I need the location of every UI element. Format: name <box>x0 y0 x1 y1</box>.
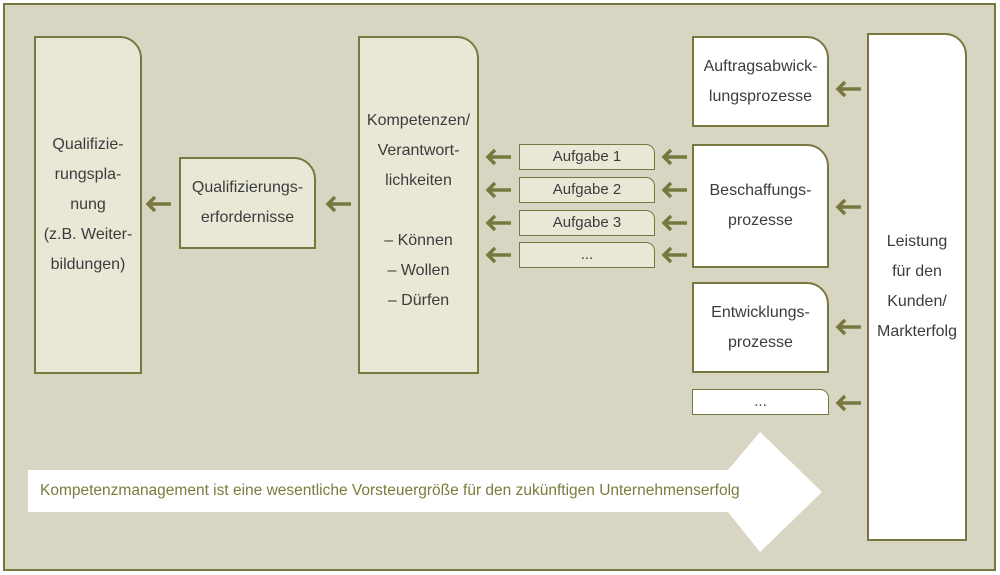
arrow-left-icon <box>835 198 861 216</box>
auftragsabwicklung-line: lungsprozesse <box>708 87 813 105</box>
beschaffungsprozesse-label: Beschaffungs- prozesse <box>710 176 812 236</box>
kompetenzen-box: Kompetenzen/ Verantwort- lichkeiten – Kö… <box>358 36 479 374</box>
entwicklungsprozesse-line: prozesse <box>728 333 793 351</box>
qualifizierungsplanung-line: bildungen) <box>50 256 126 273</box>
aufgabe-1-box: Aufgabe 1 <box>519 144 655 170</box>
aufgabe-weitere-label: ... <box>580 246 594 263</box>
qualifizierungserfordernisse-line: Qualifizierungs- <box>191 179 304 196</box>
kompetenzen-line: lichkeiten <box>385 172 452 189</box>
arrow-left-icon <box>835 80 861 98</box>
arrow-left-icon <box>661 246 687 264</box>
leistung-label: Leistung für den Kunden/ Markterfolg <box>877 227 957 347</box>
qualifizierungserfordernisse-label: Qualifizierungs- erfordernisse <box>192 173 303 233</box>
banner-arrow <box>28 432 822 552</box>
qualifizierungsplanung-box: Qualifizie- rungspla- nung (z.B. Weiter-… <box>34 36 142 374</box>
entwicklungsprozesse-line: Entwicklungs- <box>711 303 810 321</box>
leistung-box: Leistung für den Kunden/ Markterfolg <box>867 33 967 541</box>
entwicklungsprozesse-box: Entwicklungs- prozesse <box>692 282 829 373</box>
kompetenzen-item-koennen: – Können <box>384 232 453 249</box>
leistung-line: Markterfolg <box>876 323 958 340</box>
arrow-left-icon <box>145 195 171 213</box>
arrow-left-icon <box>661 181 687 199</box>
aufgabe-2-box: Aufgabe 2 <box>519 177 655 203</box>
leistung-line: Leistung <box>886 233 948 250</box>
qualifizierungsplanung-line: (z.B. Weiter- <box>43 226 133 243</box>
qualifizierungsplanung-line: nung <box>70 196 106 213</box>
arrow-left-icon <box>661 214 687 232</box>
kompetenzen-item-duerfen: – Dürfen <box>387 292 450 309</box>
arrow-left-icon <box>325 195 351 213</box>
arrow-left-icon <box>485 246 511 264</box>
auftragsabwicklung-line: Auftragsabwick- <box>703 57 818 75</box>
banner-text: Kompetenzmanagement ist eine wesentliche… <box>40 482 740 499</box>
leistung-line: Kunden/ <box>887 293 947 310</box>
qualifizierungserfordernisse-box: Qualifizierungs- erfordernisse <box>179 157 316 249</box>
auftragsabwicklung-label: Auftragsabwick- lungsprozesse <box>704 52 818 112</box>
qualifizierungsplanung-label: Qualifizie- rungspla- nung (z.B. Weiter-… <box>44 130 133 280</box>
weitere-prozesse-label: ... <box>754 393 767 410</box>
beschaffungsprozesse-line: prozesse <box>728 212 793 229</box>
aufgabe-1-label: Aufgabe 1 <box>552 148 622 165</box>
aufgabe-3-box: Aufgabe 3 <box>519 210 655 236</box>
leistung-line: für den <box>892 263 942 280</box>
weitere-prozesse-box: ... <box>692 389 829 415</box>
arrow-left-icon <box>835 318 861 336</box>
arrow-left-icon <box>485 148 511 166</box>
auftragsabwicklung-box: Auftragsabwick- lungsprozesse <box>692 36 829 127</box>
qualifizierungserfordernisse-line: erfordernisse <box>200 209 295 226</box>
kompetenzen-label: Kompetenzen/ Verantwort- lichkeiten – Kö… <box>367 106 470 316</box>
arrow-left-icon <box>485 214 511 232</box>
entwicklungsprozesse-label: Entwicklungs- prozesse <box>711 298 810 358</box>
kompetenzen-line: Kompetenzen/ <box>366 112 471 129</box>
qualifizierungsplanung-line: Qualifizie- <box>52 136 124 153</box>
aufgabe-3-label: Aufgabe 3 <box>552 214 622 231</box>
arrow-left-icon <box>835 394 861 412</box>
aufgabe-2-label: Aufgabe 2 <box>552 181 622 198</box>
beschaffungsprozesse-box: Beschaffungs- prozesse <box>692 144 829 268</box>
beschaffungsprozesse-line: Beschaffungs- <box>709 182 812 199</box>
aufgabe-weitere-box: ... <box>519 242 655 268</box>
kompetenzen-item-wollen: – Wollen <box>387 262 450 279</box>
arrow-left-icon <box>485 181 511 199</box>
arrow-left-icon <box>661 148 687 166</box>
kompetenzen-line: Verantwort- <box>377 142 460 159</box>
qualifizierungsplanung-line: rungspla- <box>54 166 122 183</box>
